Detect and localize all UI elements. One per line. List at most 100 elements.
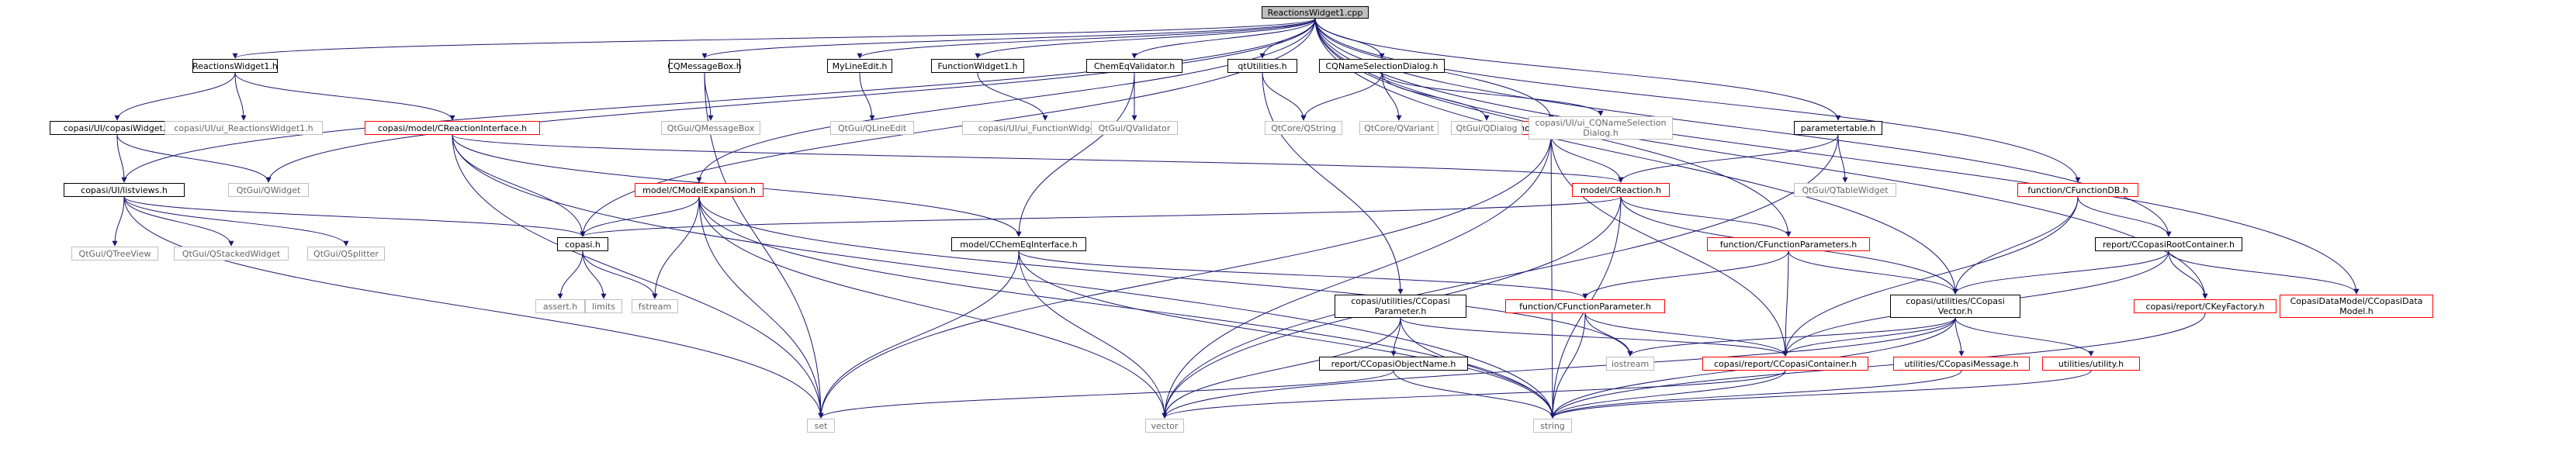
node-rootcontainer[interactable]: report/CCopasiRootContainer.h xyxy=(2095,237,2242,251)
node-cmodelexp[interactable]: model/CModelExpansion.h xyxy=(635,183,763,197)
node-copasih[interactable]: copasi.h xyxy=(557,237,608,251)
edge-cqmsg-to-set xyxy=(704,72,824,419)
node-fw1h[interactable]: FunctionWidget1.h xyxy=(931,59,1024,73)
edge-cfuncparam-to-ccopasicontainer xyxy=(1584,312,1788,357)
node-set: set xyxy=(807,419,835,433)
edge-chemeqif-to-string xyxy=(1018,250,1556,419)
edge-cmodelexp-to-fstream xyxy=(652,196,700,299)
node-ccopasiparam[interactable]: copasi/utilities/CCopasi Parameter.h xyxy=(1335,295,1466,318)
node-mylineedit[interactable]: MyLineEdit.h xyxy=(827,59,892,73)
edge-cmodelexp-to-iostream xyxy=(698,196,1633,357)
node-root[interactable]: ReactionsWidget1.cpp xyxy=(1262,6,1369,19)
edge-ccopasivector-to-ccopasimessage xyxy=(1955,317,1965,357)
edge-ccopasiparam-to-ccopasicontainer xyxy=(1400,317,1788,357)
edge-cqnamesel-to-qdialog xyxy=(1381,72,1490,121)
edges-group xyxy=(112,18,2360,419)
edge-root-to-mylineedit xyxy=(857,18,1316,59)
edge-root-to-chemeqval xyxy=(1131,18,1316,59)
node-ccopasimessage[interactable]: utilities/CCopasiMessage.h xyxy=(1893,357,2030,371)
node-creaction[interactable]: model/CReaction.h xyxy=(1572,183,1670,197)
node-limits: limits xyxy=(585,299,622,313)
edge-root-to-cmodelexp xyxy=(696,18,1316,183)
edge-chemeqval-to-chemeqif xyxy=(1016,72,1135,237)
edge-ccopasivector-to-utility xyxy=(1955,317,2094,357)
node-uicqnamesel: copasi/UI/ui_CQNameSelection Dialog.h xyxy=(1529,116,1673,140)
edge-rootcontainer-to-datamodel xyxy=(2168,250,2360,295)
edge-root-to-qwidget xyxy=(265,18,1316,183)
edge-listviews-to-qstackedwidget xyxy=(123,196,234,247)
node-cqmsg[interactable]: CQMessageBox.h xyxy=(667,59,742,73)
node-cfuncdb[interactable]: function/CFunctionDB.h xyxy=(2017,183,2138,197)
edge-cmodelexp-to-vector xyxy=(698,196,1168,419)
node-chemeqif[interactable]: model/CChemEqInterface.h xyxy=(951,237,1086,251)
edge-listviews-to-qtreeview xyxy=(112,196,125,247)
edge-ccopasiparam-to-vector xyxy=(1162,317,1401,419)
node-iostream: iostream xyxy=(1606,357,1654,371)
edge-mylineedit-to-qlineedit xyxy=(859,72,875,121)
edge-root-to-fw1h xyxy=(975,18,1316,59)
edge-ccopasicontainer-to-vector xyxy=(1162,370,1786,419)
node-creactif[interactable]: copasi/model/CReactionInterface.h xyxy=(365,121,540,135)
node-rw1h[interactable]: ReactionsWidget1.h xyxy=(192,59,278,73)
edge-copasih-to-asserth xyxy=(557,250,583,299)
node-utility[interactable]: utilities/utility.h xyxy=(2042,357,2140,371)
edge-cmodel-to-ccopasicontainer xyxy=(1550,134,1788,357)
edge-listviews-to-set xyxy=(123,196,824,419)
node-paramtable[interactable]: parametertable.h xyxy=(1794,121,1882,135)
edge-creactif-to-string xyxy=(452,134,1556,419)
node-vector: vector xyxy=(1145,419,1184,433)
edge-creactif-to-creaction xyxy=(452,134,1624,183)
edge-cfuncparams-to-ccopasivector xyxy=(1788,250,1958,295)
node-datamodel[interactable]: CopasiDataModel/CCopasiData Model.h xyxy=(2280,295,2433,318)
node-ccopasivector[interactable]: copasi/utilities/CCopasi Vector.h xyxy=(1890,295,2020,318)
node-string: string xyxy=(1533,419,1572,433)
edge-cqnamesel-to-qvariant xyxy=(1381,72,1402,121)
edge-cfuncparam-to-iostream xyxy=(1584,312,1633,357)
edge-ccopasicontainer-to-string xyxy=(1549,370,1786,419)
edge-cmodel-to-set xyxy=(818,134,1552,419)
edge-listviews-to-qsplitter xyxy=(123,196,349,247)
node-cfuncparams[interactable]: function/CFunctionParameters.h xyxy=(1707,237,1870,251)
edge-paramtable-to-creaction xyxy=(1618,134,1839,183)
edge-paramtable-to-qtablewidget xyxy=(1837,134,1848,183)
edge-copasiwidget-to-listviews xyxy=(116,134,127,183)
edge-root-to-listviews xyxy=(121,18,1316,183)
node-objname[interactable]: report/CCopasiObjectName.h xyxy=(1319,357,1468,371)
node-qtreeview: QtGui/QTreeView xyxy=(71,247,158,261)
edge-cmodelexp-to-copasih xyxy=(580,196,700,237)
edge-cqnamesel-to-qstring xyxy=(1300,72,1383,121)
node-chemeqval[interactable]: ChemEqValidator.h xyxy=(1086,59,1182,73)
edge-root-to-paramtable xyxy=(1314,18,1841,121)
edge-qtutil-to-qstring xyxy=(1262,72,1307,121)
node-uifw1: copasi/UI/ui_FunctionWidget1.h xyxy=(962,121,1128,135)
edge-cfuncdb-to-rootcontainer xyxy=(2077,196,2172,237)
edge-cfuncparams-to-ccopasicontainer xyxy=(1782,250,1789,357)
edge-creactif-to-set xyxy=(452,134,824,419)
edge-cmodel-to-vector xyxy=(1162,134,1552,419)
edge-rw1h-to-uirw1 xyxy=(234,72,247,121)
edge-chemeqif-to-cfuncparam xyxy=(1018,250,1588,299)
node-qtutil[interactable]: qtUtilities.h xyxy=(1227,59,1297,73)
node-ckeyfactory[interactable]: copasi/report/CKeyFactory.h xyxy=(2134,299,2277,313)
edge-creaction-to-cfuncparams xyxy=(1620,196,1792,237)
node-fstream: fstream xyxy=(632,299,678,313)
node-listviews[interactable]: copasi/UI/listviews.h xyxy=(64,183,185,197)
edge-root-to-cqmsg xyxy=(701,18,1316,59)
edge-copasih-to-fstream xyxy=(582,250,658,299)
edge-utility-to-string xyxy=(1549,370,2092,419)
edge-qtutil-to-ccopasiparam xyxy=(1262,72,1404,295)
edge-cfuncparams-to-cfuncparam xyxy=(1582,250,1789,299)
edge-chemeqif-to-vector xyxy=(1018,250,1168,419)
edge-rw1h-to-creactif xyxy=(234,72,455,121)
node-ccopasicontainer[interactable]: copasi/report/CCopasiContainer.h xyxy=(1702,357,1868,371)
edge-root-to-cfuncdb xyxy=(1314,18,2081,183)
edge-cfuncparam-to-string xyxy=(1549,312,1586,419)
node-copasiwidget[interactable]: copasi/UI/copasiWidget.h xyxy=(50,121,185,135)
edge-cfuncdb-to-ccopasicontainer xyxy=(1782,196,2079,357)
node-cfuncparam[interactable]: function/CFunctionParameter.h xyxy=(1505,299,1665,313)
node-qvalidator: QtGui/QValidator xyxy=(1091,121,1178,135)
node-cqnamesel[interactable]: CQNameSelectionDialog.h xyxy=(1319,59,1445,73)
edge-cmodelexp-to-string xyxy=(698,196,1556,419)
